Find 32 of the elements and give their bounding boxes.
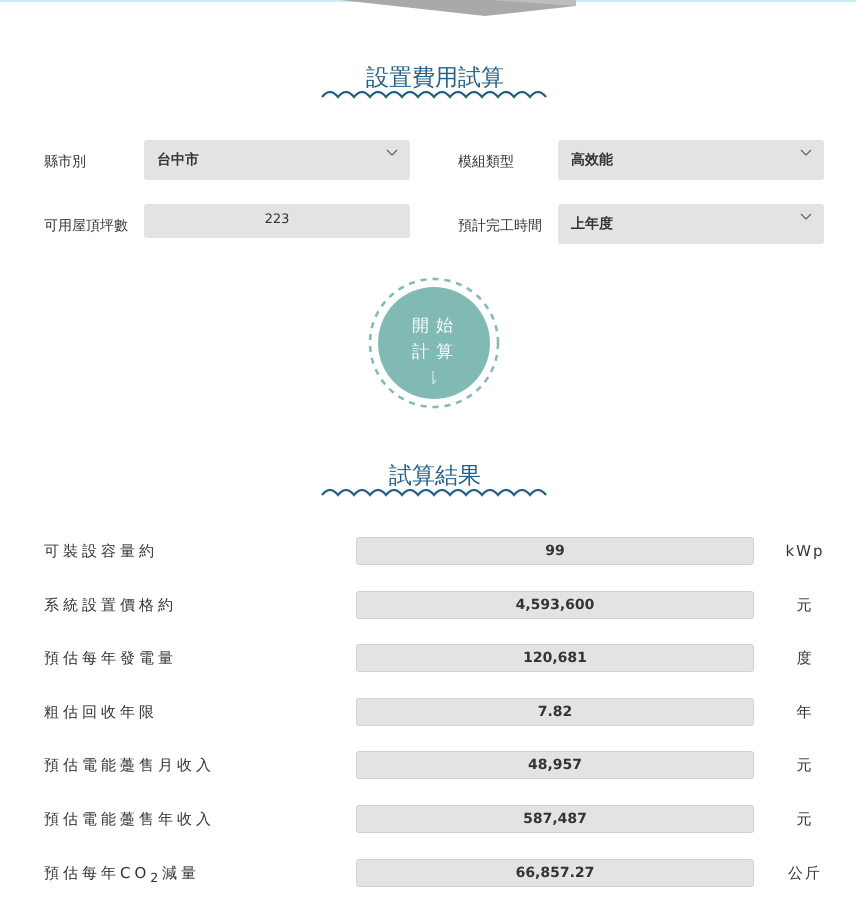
field-label: 模組類型 [458,153,515,172]
result-label: 預估每年發電量 [44,648,178,668]
start-button: 開始計算 [378,287,490,399]
unit-label: 元 [796,809,814,829]
result-field: 4,593,600 [356,591,754,619]
field-label: 預計完工時間 [458,217,543,236]
unit-label: 公斤 [787,863,823,883]
unit-label: kWp [784,541,826,561]
result-label: 預估電能躉售月收入 [44,755,216,775]
result-field: 48,957 [356,751,754,779]
section-heading: 設置費用試算 [365,64,505,93]
result-label: 粗估回收年限 [44,702,159,722]
dropdown-field: 高效能 [558,140,824,180]
result-field: 7.82 [356,698,754,726]
result-field: 99 [356,537,754,565]
field-label: 可用屋頂坪數 [44,217,129,236]
unit-label: 年 [796,702,814,722]
result-field: 120,681 [356,644,754,672]
result-field: 66,857.27 [356,859,754,887]
result-label: 可裝設容量約 [44,541,159,561]
section-heading: 試算結果 [388,462,482,491]
result-label: 系統設置價格約 [44,595,178,615]
dropdown-field: 上年度 [558,204,824,244]
result-label: 預估電能躉售年收入 [44,809,216,829]
unit-label: 元 [796,755,814,775]
result-field: 587,487 [356,805,754,833]
input-field: 223 [144,204,410,238]
unit-label: 元 [796,595,814,615]
dropdown-field: 台中市 [144,140,410,180]
unit-label: 度 [796,648,814,668]
field-label: 縣市別 [44,153,87,172]
result-label: 預估每年CO$_{2}$減量 [44,863,202,887]
